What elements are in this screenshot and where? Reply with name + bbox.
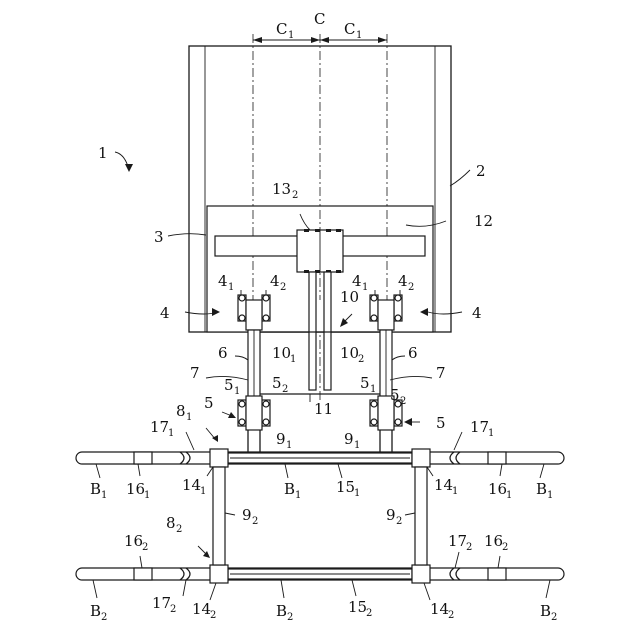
label-5-1-right: 5 (360, 374, 370, 392)
right-cylinder-assembly (370, 295, 402, 452)
label-14-1-left-sub: 1 (200, 486, 206, 497)
label-9-2-left: 9 (242, 506, 252, 524)
beam-lower (76, 565, 564, 583)
label-4-left: 4 (160, 304, 170, 322)
label-9-2-left-sub: 2 (252, 516, 258, 527)
label-17-1-left: 17 (150, 418, 169, 436)
label-15-2: 15 (348, 598, 367, 616)
label-17-2-left: 17 (152, 594, 171, 612)
beam-upper (76, 449, 564, 467)
label-14-1-right: 14 (434, 476, 453, 494)
label-5-1-left-sub: 1 (234, 386, 240, 397)
label-b2-left: B (90, 602, 101, 620)
label-15-1: 15 (336, 478, 355, 496)
label-15-2-sub: 2 (366, 608, 372, 619)
label-9-2-right: 9 (386, 506, 396, 524)
label-b1-right: B (536, 480, 547, 498)
label-4-right: 4 (472, 304, 482, 322)
label-8-2-sub: 2 (176, 524, 182, 535)
label-8-2: 8 (166, 514, 176, 532)
label-5-2-left: 5 (272, 374, 282, 392)
label-b2-center-sub: 2 (287, 612, 293, 623)
label-c1-left-sub: 1 (288, 30, 294, 41)
label-16-1-left-sub: 1 (144, 490, 150, 501)
left-cylinder-assembly (238, 295, 270, 452)
label-b2-right-sub: 2 (551, 612, 557, 623)
label-2: 2 (476, 162, 486, 180)
label-4-2-left: 4 (270, 272, 280, 290)
label-b1-center-sub: 1 (295, 490, 301, 501)
label-b2-center: B (276, 602, 287, 620)
label-4-2-right-sub: 2 (408, 282, 414, 293)
label-4-2-left-sub: 2 (280, 282, 286, 293)
label-4-1-right-sub: 1 (362, 282, 368, 293)
label-13: 13 (272, 180, 291, 198)
label-14-2-left: 14 (192, 600, 211, 618)
label-5-right: 5 (436, 414, 446, 432)
label-10-1: 10 (272, 344, 291, 362)
label-b2-left-sub: 2 (101, 612, 107, 623)
label-16-2-right-sub: 2 (502, 542, 508, 553)
label-7-left: 7 (190, 364, 200, 382)
label-1: 1 (98, 144, 108, 162)
label-14-2-right-sub: 2 (448, 610, 454, 621)
label-16-2-left: 16 (124, 532, 143, 550)
label-17-1-left-sub: 1 (168, 428, 174, 439)
label-5-2-right: 5 (390, 386, 400, 404)
label-16-1-left: 16 (126, 480, 145, 498)
label-b1-left-sub: 1 (101, 490, 107, 501)
label-11: 11 (314, 400, 333, 418)
block-13 (297, 229, 343, 273)
label-c1-right: C (344, 20, 355, 38)
label-5-1-right-sub: 1 (370, 384, 376, 395)
label-9-1-left-sub: 1 (286, 440, 292, 451)
label-b1-left: B (90, 480, 101, 498)
label-14-1-left: 14 (182, 476, 201, 494)
label-17-2-right-sub: 2 (466, 542, 472, 553)
label-14-1-right-sub: 1 (452, 486, 458, 497)
label-c1-right-sub: 1 (356, 30, 362, 41)
label-14-2-right: 14 (430, 600, 449, 618)
label-b1-right-sub: 1 (547, 490, 553, 501)
label-13-sub: 2 (292, 190, 298, 201)
label-8-1: 8 (176, 402, 186, 420)
label-b2-right: B (540, 602, 551, 620)
label-c1-left: C (276, 20, 287, 38)
label-17-1-right: 17 (470, 418, 489, 436)
label-5-left: 5 (204, 394, 214, 412)
label-c: C (314, 10, 325, 28)
label-9-1-right: 9 (344, 430, 354, 448)
label-3: 3 (154, 228, 164, 246)
label-15-1-sub: 1 (354, 488, 360, 499)
label-16-2-left-sub: 2 (142, 542, 148, 553)
label-16-1-right-sub: 1 (506, 490, 512, 501)
label-4-1-left: 4 (218, 272, 228, 290)
label-10: 10 (340, 288, 359, 306)
label-6-right: 6 (408, 344, 418, 362)
label-4-1-left-sub: 1 (228, 282, 234, 293)
label-17-1-right-sub: 1 (488, 428, 494, 439)
label-8-1-sub: 1 (186, 412, 192, 423)
label-b1-center: B (284, 480, 295, 498)
label-16-1-right: 16 (488, 480, 507, 498)
label-9-1-right-sub: 1 (354, 440, 360, 451)
label-6-left: 6 (218, 344, 228, 362)
label-16-2-right: 16 (484, 532, 503, 550)
label-5-2-right-sub: 2 (400, 396, 406, 407)
label-7-right: 7 (436, 364, 446, 382)
label-14-2-left-sub: 2 (210, 610, 216, 621)
label-9-2-right-sub: 2 (396, 516, 402, 527)
label-10-2: 10 (340, 344, 359, 362)
label-17-2-left-sub: 2 (170, 604, 176, 615)
label-12: 12 (474, 212, 493, 230)
label-17-2-right: 17 (448, 532, 467, 550)
label-9-1-left: 9 (276, 430, 286, 448)
label-5-1-left: 5 (224, 376, 234, 394)
label-5-2-left-sub: 2 (282, 384, 288, 395)
label-10-1-sub: 1 (290, 354, 296, 365)
label-4-2-right: 4 (398, 272, 408, 290)
label-10-2-sub: 2 (358, 354, 364, 365)
